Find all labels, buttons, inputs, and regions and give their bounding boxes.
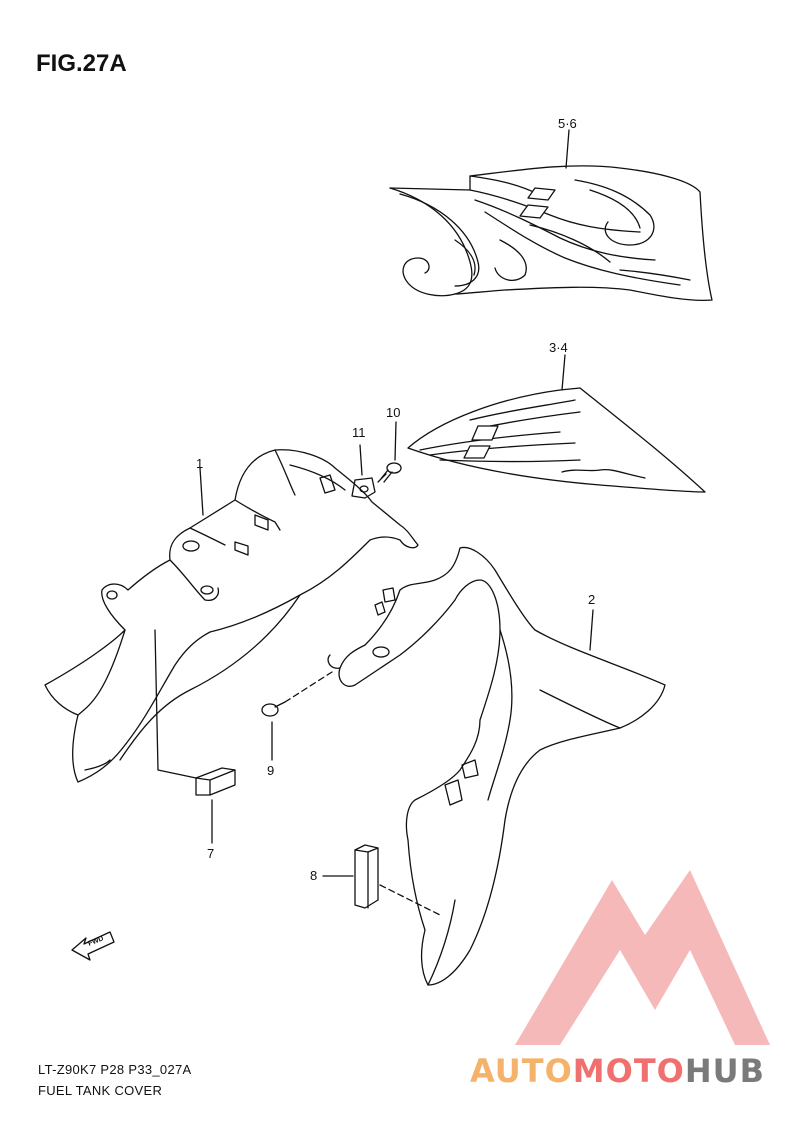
callout-7: 7 bbox=[207, 846, 215, 861]
footer-code: LT-Z90K7 P28 P33_027A bbox=[38, 1062, 192, 1077]
callout-5-6: 5·6 bbox=[558, 116, 577, 131]
callout-2: 2 bbox=[588, 592, 596, 607]
watermark-part-3: HUB bbox=[684, 1052, 766, 1090]
watermark-text: AUTOMOTOHUB bbox=[470, 1052, 765, 1090]
callout-10: 10 bbox=[386, 405, 401, 420]
callout-8: 8 bbox=[310, 868, 318, 883]
clip-part bbox=[351, 444, 376, 499]
decal-middle-part bbox=[407, 354, 706, 493]
decal-upper-part bbox=[389, 129, 713, 302]
screw-part bbox=[377, 421, 402, 483]
callout-3-4: 3·4 bbox=[549, 340, 568, 355]
cushion-block-part bbox=[154, 629, 236, 844]
figure-title: FIG.27A bbox=[36, 50, 127, 77]
rivet-part bbox=[261, 671, 333, 761]
watermark-part-2: MOTO bbox=[572, 1052, 685, 1090]
inner-cover-part bbox=[44, 449, 419, 783]
callout-9: 9 bbox=[267, 763, 275, 778]
rubber-strip-part bbox=[322, 844, 441, 916]
outer-cover-part bbox=[327, 546, 666, 986]
fwd-arrow-icon bbox=[71, 931, 115, 961]
callout-11: 11 bbox=[352, 425, 366, 440]
watermark-logo-icon bbox=[515, 870, 770, 1045]
callout-1: 1 bbox=[196, 456, 204, 471]
footer-name: FUEL TANK COVER bbox=[38, 1083, 163, 1098]
watermark-part-1: AUTO bbox=[470, 1052, 573, 1090]
